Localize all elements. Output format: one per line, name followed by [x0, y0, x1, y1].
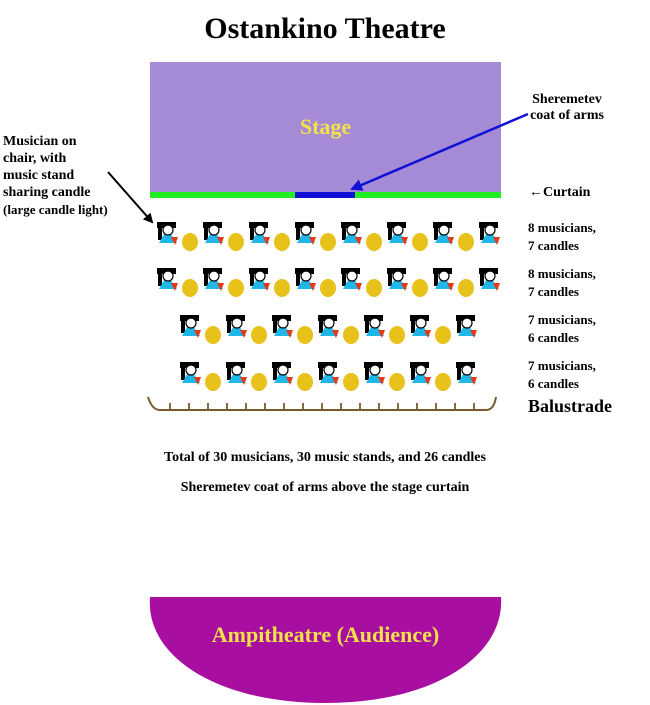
- candle-icon: [228, 233, 244, 251]
- musician-icon: [272, 315, 293, 338]
- candle-icon: [297, 326, 313, 344]
- row-label-4: 7 musicians, 6 candles: [528, 357, 596, 393]
- balustrade: [147, 396, 497, 411]
- candle-icon: [435, 373, 451, 391]
- musician-row: [180, 315, 477, 344]
- total-note: Total of 30 musicians, 30 music stands, …: [164, 450, 486, 465]
- curtain-label-text: Curtain: [543, 185, 591, 200]
- candle-icon: [412, 279, 428, 297]
- musician-icon: [318, 362, 339, 385]
- candle-icon: [274, 279, 290, 297]
- stage-label: Stage: [299, 114, 352, 139]
- candle-icon: [458, 279, 474, 297]
- musician-callout-line: Musician on: [3, 134, 77, 149]
- musician-icon: [295, 268, 316, 291]
- orchestra-layout: [157, 222, 500, 391]
- row-label-count: 7 musicians,: [528, 358, 596, 373]
- curtain-label: ←Curtain: [529, 185, 590, 201]
- musician-icon: [249, 268, 270, 291]
- musician-row: [157, 222, 500, 251]
- candle-icon: [389, 373, 405, 391]
- candle-icon: [343, 326, 359, 344]
- musician-icon: [341, 268, 362, 291]
- candle-icon: [182, 279, 198, 297]
- musician-row: [180, 362, 477, 391]
- musician-icon: [479, 222, 500, 245]
- musician-icon: [226, 315, 247, 338]
- row-label-count: 8 musicians,: [528, 220, 596, 235]
- candle-icon: [458, 233, 474, 251]
- candle-icon: [228, 279, 244, 297]
- musician-callout-arrow: [107, 171, 154, 224]
- musician-callout-line: chair, with: [3, 151, 67, 166]
- row-label-candles: 6 candles: [528, 330, 579, 345]
- coat-note: Sheremetev coat of arms above the stage …: [180, 480, 470, 495]
- row-label-count: 8 musicians,: [528, 266, 596, 281]
- curtain-arrow-icon: ←: [529, 185, 543, 200]
- musician-callout-line: sharing candle: [3, 185, 91, 200]
- amphitheatre-label: Ampitheatre (Audience): [211, 622, 440, 647]
- musician-icon: [318, 315, 339, 338]
- musician-icon: [295, 222, 316, 245]
- candle-icon: [343, 373, 359, 391]
- row-label-3: 7 musicians, 6 candles: [528, 311, 596, 347]
- musician-icon: [433, 222, 454, 245]
- row-label-1: 8 musicians, 7 candles: [528, 219, 596, 255]
- musician-icon: [341, 222, 362, 245]
- candle-icon: [205, 326, 221, 344]
- row-label-2: 8 musicians, 7 candles: [528, 265, 596, 301]
- candle-icon: [251, 326, 267, 344]
- musician-callout-line: music stand: [3, 168, 75, 183]
- musician-icon: [433, 268, 454, 291]
- row-label-count: 7 musicians,: [528, 312, 596, 327]
- balustrade-label: Balustrade: [528, 396, 613, 416]
- coat-of-arms-label-line2: coat of arms: [530, 108, 604, 123]
- candle-icon: [389, 326, 405, 344]
- candle-icon: [297, 373, 313, 391]
- musician-icon: [456, 362, 477, 385]
- candle-icon: [251, 373, 267, 391]
- candle-icon: [366, 233, 382, 251]
- musician-icon: [410, 362, 431, 385]
- stage-area: [150, 62, 501, 192]
- musician-callout: Musician on chair, with music stand shar…: [3, 133, 148, 218]
- diagram-title: Ostankino Theatre: [204, 12, 446, 45]
- coat-of-arms-marker: [295, 192, 355, 198]
- musician-callout-line: (large candle light): [3, 202, 108, 217]
- row-label-candles: 7 candles: [528, 284, 579, 299]
- musician-icon: [479, 268, 500, 291]
- musician-icon: [203, 222, 224, 245]
- candle-icon: [320, 279, 336, 297]
- musician-icon: [157, 268, 178, 291]
- candle-icon: [320, 233, 336, 251]
- coat-of-arms-label-line1: Sheremetev: [532, 92, 602, 107]
- musician-icon: [364, 362, 385, 385]
- musician-row: [157, 268, 500, 297]
- musician-icon: [157, 222, 178, 245]
- musician-icon: [180, 362, 201, 385]
- musician-icon: [387, 268, 408, 291]
- musician-icon: [249, 222, 270, 245]
- row-label-candles: 7 candles: [528, 238, 579, 253]
- candle-icon: [182, 233, 198, 251]
- candle-icon: [205, 373, 221, 391]
- musician-icon: [272, 362, 293, 385]
- coat-of-arms-label: Sheremetev coat of arms: [512, 92, 622, 124]
- candle-icon: [366, 279, 382, 297]
- coat-of-arms-arrow: [350, 112, 529, 191]
- musician-icon: [364, 315, 385, 338]
- amphitheatre-area: [149, 597, 502, 703]
- musician-icon: [203, 268, 224, 291]
- candle-icon: [412, 233, 428, 251]
- candle-icon: [435, 326, 451, 344]
- musician-icon: [387, 222, 408, 245]
- candle-icon: [274, 233, 290, 251]
- row-label-candles: 6 candles: [528, 376, 579, 391]
- musician-icon: [180, 315, 201, 338]
- musician-icon: [456, 315, 477, 338]
- balustrade-rail: [147, 396, 497, 411]
- musician-icon: [226, 362, 247, 385]
- musician-icon: [410, 315, 431, 338]
